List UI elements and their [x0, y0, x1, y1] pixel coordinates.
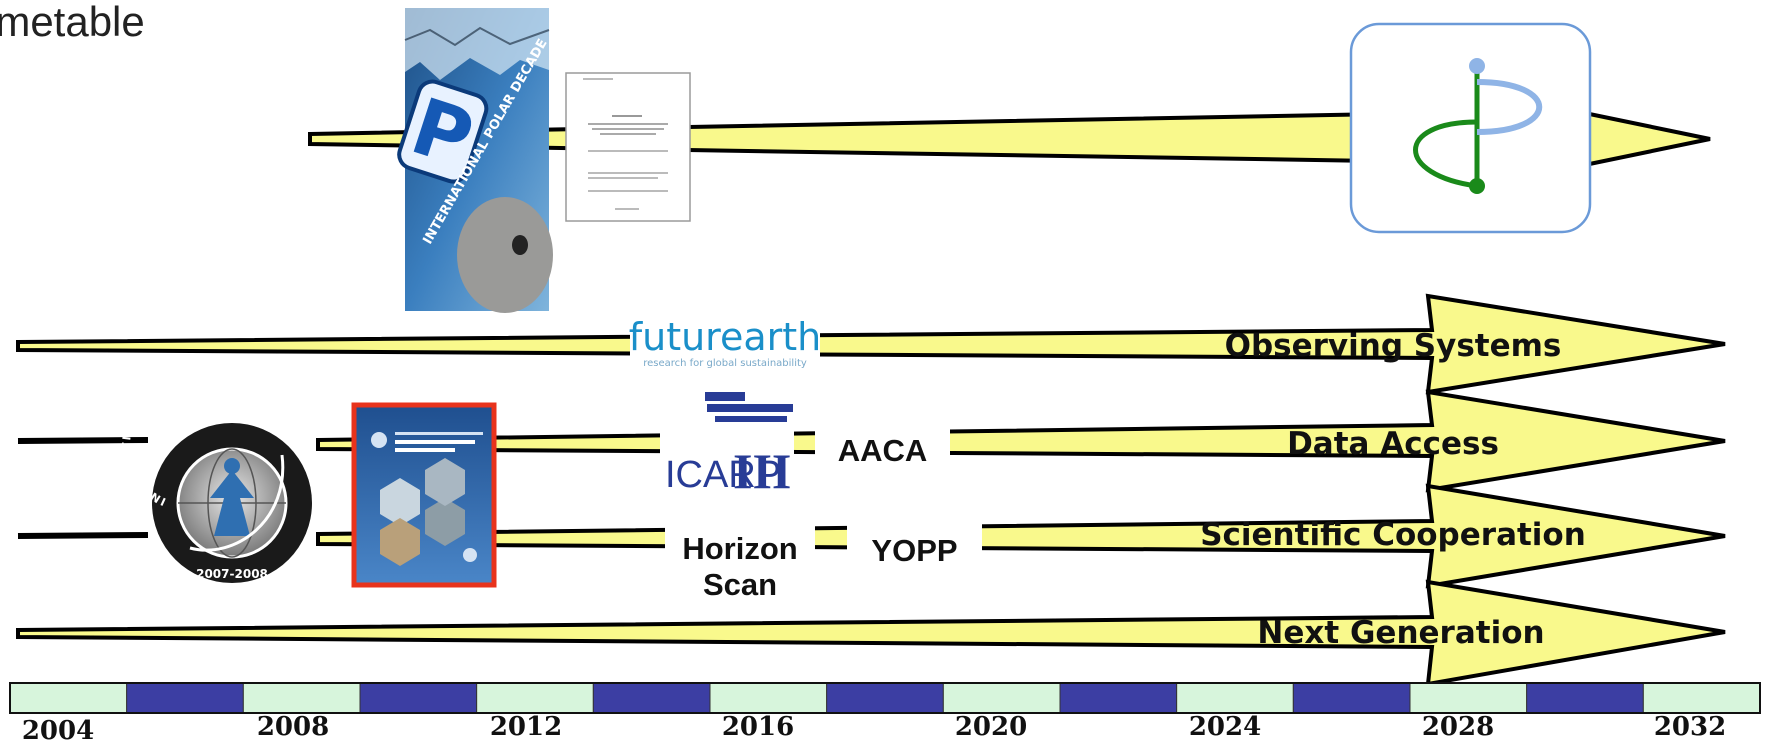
timeline-year-label: 2016 [721, 712, 795, 742]
timeline-year-label: 2024 [1188, 712, 1262, 742]
icarp-numeral: III [733, 443, 791, 499]
timeline-segment [1526, 682, 1644, 714]
ipy-years: 2007-2008 [196, 567, 268, 581]
timeline-frame [9, 682, 1761, 714]
futurearth-logo: futurearth research for global sustainab… [629, 314, 822, 371]
timeline-year-label: 2020 [954, 712, 1028, 742]
horizon-scan-label-box: Horizon Scan [665, 521, 815, 615]
timeline-segment [476, 682, 594, 714]
band-label-scientific-cooperation: Scientific Cooperation [1200, 517, 1586, 553]
timeline-segment [942, 682, 1061, 714]
timeline-year-label: 2028 [1421, 712, 1495, 742]
draft-concept-document [565, 72, 691, 222]
timeline-segment [359, 682, 478, 714]
timeline-year-label: 2008 [256, 712, 330, 742]
timeline-segment [1292, 682, 1411, 714]
timeline-segment [126, 682, 244, 714]
aaca-label: AACA [837, 433, 928, 468]
futurearth-tagline: research for global sustainability [643, 358, 807, 369]
yopp-label: YOPP [871, 533, 958, 568]
timeline-segment [1409, 682, 1528, 714]
page-title: imetable [0, 0, 145, 45]
timeline-year-label: 2032 [1653, 712, 1727, 742]
timeline-segment [1176, 682, 1294, 714]
timeline-segment [9, 682, 128, 714]
arrow-scientific-cooperation [316, 483, 1726, 589]
timeline-year-label: 2012 [489, 712, 563, 742]
stub-line-data-access [17, 437, 149, 444]
horizon-scan-line2: Scan [702, 567, 778, 602]
stub-line-scientific-cooperation [17, 532, 149, 539]
yopp-label-box: YOPP [847, 523, 982, 578]
ipy-report-cover [351, 402, 497, 588]
futurearth-name: futurearth [629, 315, 822, 359]
arrow-data-access [316, 389, 1726, 493]
timeline-segment [592, 682, 711, 714]
timeline-segment [826, 682, 944, 714]
band-label-next-generation: Next Generation [1257, 615, 1545, 651]
arrow-next-generation [16, 579, 1726, 687]
arrows-layer [16, 79, 1726, 687]
timeline-segment [1059, 682, 1178, 714]
ipd-poster: P INTERNATIONAL POLAR DECADE [397, 8, 553, 313]
timeline-year-label: 2004 [21, 716, 95, 746]
timeline-segment [242, 682, 361, 714]
aaca-label-box: AACA [815, 423, 950, 478]
timeline-segment [1642, 682, 1761, 714]
icarp-wordmark: ICARP [665, 454, 781, 496]
icarp-logo: ICARP III [660, 390, 794, 499]
timeline-bar [9, 682, 1761, 714]
timeline-segment [709, 682, 828, 714]
arrow-observing-systems [16, 293, 1726, 395]
band-label-data-access: Data Access [1287, 426, 1499, 462]
band-label-observing-systems: Observing Systems [1224, 328, 1562, 364]
ipy-logo: INTERNATIONAL POLAR YEAR 2007-2008 [120, 377, 316, 587]
horizon-scan-line1: Horizon [682, 531, 798, 566]
app-icon [1349, 22, 1592, 234]
